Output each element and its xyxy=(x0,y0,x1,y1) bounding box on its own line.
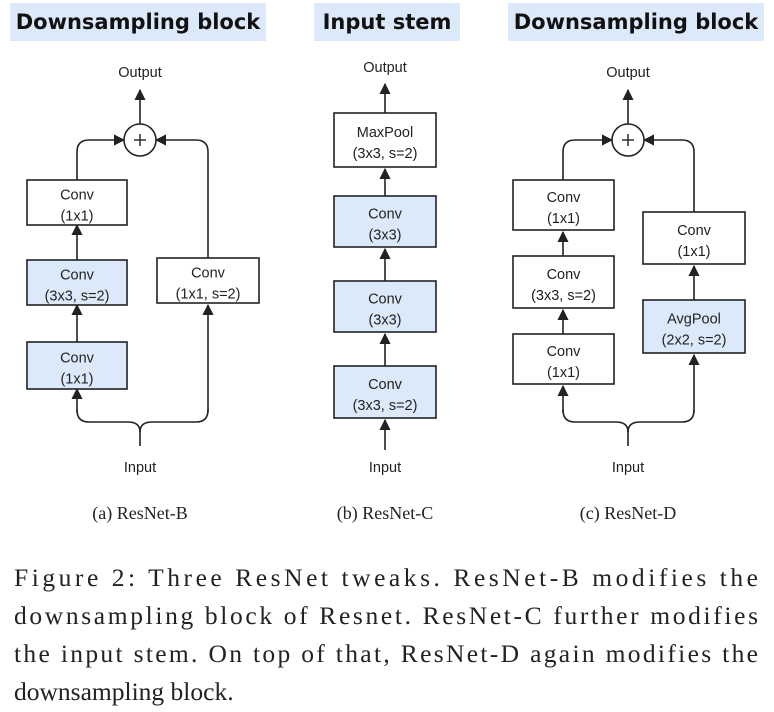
resnet-b-left-node-2: Conv (1x1) xyxy=(26,341,128,390)
resnet-d-right-node-0-params: (1x1) xyxy=(677,244,710,260)
resnet-d-left-node-0-box xyxy=(512,179,615,231)
resnet-b-subcaption: (a) ResNet-B xyxy=(92,503,187,524)
resnet-b-right-node-0-op: Conv xyxy=(191,266,226,282)
resnet-d-left-node-1-op: Conv xyxy=(547,267,582,283)
resnet-c-node-3-params: (3x3, s=2) xyxy=(353,398,418,414)
resnet-c-node-1-box xyxy=(333,195,437,248)
resnet-b-left-node-1-op: Conv xyxy=(60,268,95,284)
caption-line-3: downsampling block. xyxy=(14,677,234,706)
resnet-d-left-node-1-box xyxy=(512,255,615,309)
resnet-b-right-node-0-params: (1x1, s=2) xyxy=(176,287,241,303)
resnet-c-output-label: Output xyxy=(363,60,407,76)
resnet-d-right-node-1-op: AvgPool xyxy=(667,312,721,328)
resnet-d-edge-right-add xyxy=(642,134,695,212)
resnet-d-left-node-1: Conv (3x3, s=2) xyxy=(512,255,615,309)
resnet-c-node-1-params: (3x3) xyxy=(368,228,401,244)
resnet-d-left-node-0: Conv (1x1) xyxy=(512,179,615,231)
header-resnet-d: Downsampling block xyxy=(514,10,760,34)
caption-line-0: Figure 2: Three ResNet tweaks. ResNet-B … xyxy=(14,563,758,592)
resnet-c-node-1-op: Conv xyxy=(368,207,403,223)
header-input-stem: Input stem xyxy=(323,10,452,34)
resnet-d-left-node-2-op: Conv xyxy=(547,344,582,360)
resnet-d-right-node-0: Conv (1x1) xyxy=(642,211,746,265)
resnet-b-right-node-0-box xyxy=(156,257,260,304)
resnet-b-edge-input-right xyxy=(139,409,209,433)
resnet-d-left-node-0-params: (1x1) xyxy=(547,211,580,227)
resnet-d-right-node-1-box xyxy=(642,299,746,354)
resnet-c-node-2-params: (3x3) xyxy=(368,313,401,329)
resnet-b-edge-left-add xyxy=(76,134,126,180)
resnet-b-input-label: Input xyxy=(124,460,156,476)
resnet-d-left-node-2-params: (1x1) xyxy=(547,365,580,381)
resnet-d-right-node-0-box xyxy=(642,211,746,265)
resnet-c-node-3-box xyxy=(333,365,437,419)
resnet-c-node-0-params: (3x3, s=2) xyxy=(353,146,418,162)
resnet-b-left-node-0: Conv (1x1) xyxy=(26,179,128,226)
resnet-b-left-node-2-box xyxy=(26,341,128,390)
resnet-b-left-node-1: Conv (3x3, s=2) xyxy=(26,259,128,306)
resnet-d-right-node-1: AvgPool (2x2, s=2) xyxy=(642,299,746,354)
resnet-c-node-3-op: Conv xyxy=(368,377,403,393)
figure-caption: Figure 2: Three ResNet tweaks. ResNet-B … xyxy=(14,563,758,706)
resnet-c-node-1: Conv (3x3) xyxy=(333,195,437,248)
resnet-c-subcaption: (b) ResNet-C xyxy=(337,503,433,524)
header-resnet-b: Downsampling block xyxy=(16,10,262,34)
resnet-b-edge-input-left xyxy=(76,409,141,446)
header-resnet-d-bg xyxy=(508,3,764,41)
resnet-c-node-2-box xyxy=(333,280,437,333)
resnet-b-left-node-1-box xyxy=(26,259,128,306)
resnet-b-edge-right-add xyxy=(154,134,209,258)
resnet-d-output-label: Output xyxy=(606,65,650,81)
resnet-c-node-3: Conv (3x3, s=2) xyxy=(333,365,437,419)
resnet-d-left-node-0-op: Conv xyxy=(547,190,582,206)
resnet-c-node-0-op: MaxPool xyxy=(357,125,413,141)
resnet-b-left-node-0-op: Conv xyxy=(60,188,95,204)
resnet-b-left-node-2-params: (1x1) xyxy=(60,372,93,388)
resnet-b-right-node-0: Conv (1x1, s=2) xyxy=(156,257,260,304)
resnet-b-left-node-1-params: (3x3, s=2) xyxy=(45,289,110,305)
resnet-b-left-node-0-box xyxy=(26,179,128,226)
resnet-c-input-label: Input xyxy=(369,460,401,476)
resnet-d-edge-input-right xyxy=(627,409,695,433)
resnet-b-left-node-0-params: (1x1) xyxy=(60,209,93,225)
resnet-d-right-node-1-params: (2x2, s=2) xyxy=(662,333,727,349)
resnet-d-left-node-2-box xyxy=(512,333,615,385)
caption-line-2: the input stem. On top of that, ResNet-D… xyxy=(14,639,758,668)
resnet-c-node-0-box xyxy=(333,112,437,168)
resnet-d-input-label: Input xyxy=(612,460,644,476)
resnet-d-add xyxy=(611,123,645,157)
resnet-c-node-2-op: Conv xyxy=(368,292,403,308)
resnet-d-left-node-1-params: (3x3, s=2) xyxy=(531,288,596,304)
resnet-b-left-node-2-op: Conv xyxy=(60,351,95,367)
resnet-d-subcaption: (c) ResNet-D xyxy=(580,503,676,524)
resnet-c-node-2: Conv (3x3) xyxy=(333,280,437,333)
caption-line-1: downsampling block of Resnet. ResNet-C f… xyxy=(14,601,758,630)
panel-headers: Downsampling block Input stem Downsampling… xyxy=(10,3,764,41)
resnet-d-edge-input-left xyxy=(562,409,629,446)
resnet-c-node-0: MaxPool (3x3, s=2) xyxy=(333,112,437,168)
resnet-d-edge-left-add xyxy=(562,134,614,180)
resnet-d-right-node-0-op: Conv xyxy=(677,223,712,239)
resnet-b-add xyxy=(123,123,157,157)
resnet-b-output-label: Output xyxy=(118,65,162,81)
resnet-d-left-node-2: Conv (1x1) xyxy=(512,333,615,385)
header-input-stem-bg xyxy=(314,3,460,41)
header-resnet-b-bg xyxy=(10,3,266,41)
